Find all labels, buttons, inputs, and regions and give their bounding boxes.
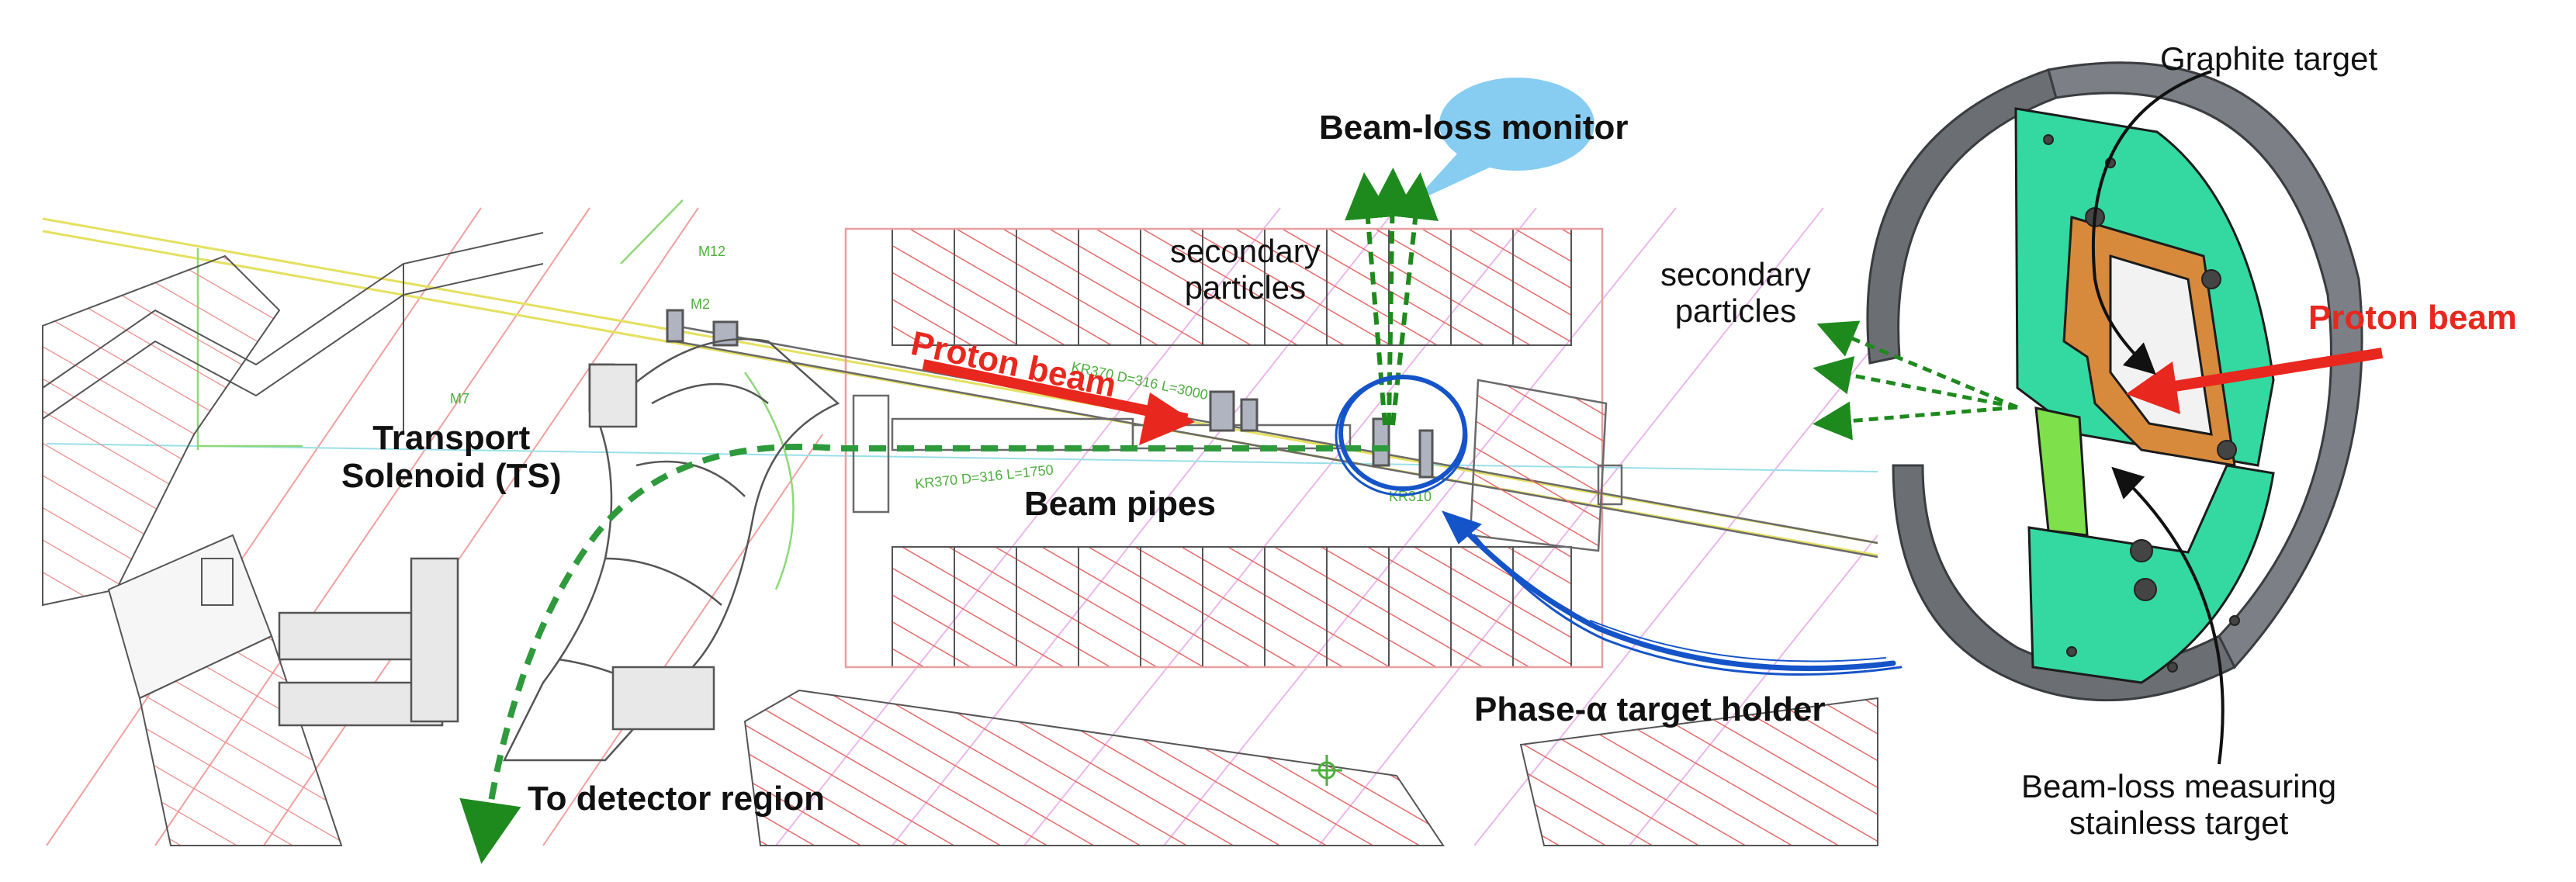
target-holder-arrowhead: [1442, 510, 1482, 545]
beam-loss-monitor-label: Beam-loss monitor: [1319, 109, 1629, 147]
holder-screws: [2043, 134, 2240, 673]
holder-ring-right: [2047, 61, 2363, 669]
support-frames: [278, 363, 715, 731]
reference-crosshair: [1311, 755, 1342, 786]
roof-outline-lines: [42, 232, 544, 434]
beam-loss-monitor-bubble: [1439, 78, 1594, 171]
proton-beam-label-right: Proton beam: [2308, 299, 2517, 337]
stainless-target-blade: [2034, 406, 2089, 537]
concrete-block-lower: [892, 546, 1572, 668]
concrete-block-upper: [892, 228, 1572, 346]
target-holder-3d-rendering: [1866, 61, 2363, 702]
graphite-target-label: Graphite target: [2160, 40, 2378, 77]
target-holder-label: Phase-α target holder: [1474, 690, 1826, 728]
to-detector-region-label: To detector region: [528, 780, 825, 818]
annotation-m2: M2: [691, 296, 710, 312]
hatched-wall-left: [42, 254, 343, 846]
graphite-target-pointer: [2091, 70, 2212, 375]
stainless-target-label: Beam-loss measuring stainless target: [2021, 768, 2337, 842]
concrete-block-bottom: [743, 689, 1878, 846]
stainless-target-pointer: [2111, 466, 2225, 765]
proton-beam-arrow-left: [922, 359, 1189, 424]
facility-layout-drawing: KR370 D=316 L=1750 KR310 KR370 D=316 L=3…: [39, 199, 1878, 846]
proton-beam-arrow-right: [2163, 348, 2384, 393]
secondary-particles-label-left: secondary particles: [1170, 233, 1321, 306]
secondary-particles-left-arrows: [1813, 320, 2018, 441]
transport-solenoid-label: Transport Solenoid (TS): [341, 419, 562, 496]
beam-pipes-label: Beam pipes: [1024, 485, 1216, 523]
annotation-m7: M7: [450, 391, 469, 406]
proton-beam-arrowhead-left: [1139, 393, 1195, 445]
muon-beam-path-arrow: [459, 443, 1389, 864]
target-holder-highlight: [1335, 375, 1903, 676]
secondary-particles-label-right: secondary particles: [1660, 256, 1811, 330]
annotation-m12: M12: [698, 244, 725, 259]
holder-plate-lower: [2027, 464, 2275, 684]
proton-beam-arrowhead-right: [2126, 361, 2180, 414]
